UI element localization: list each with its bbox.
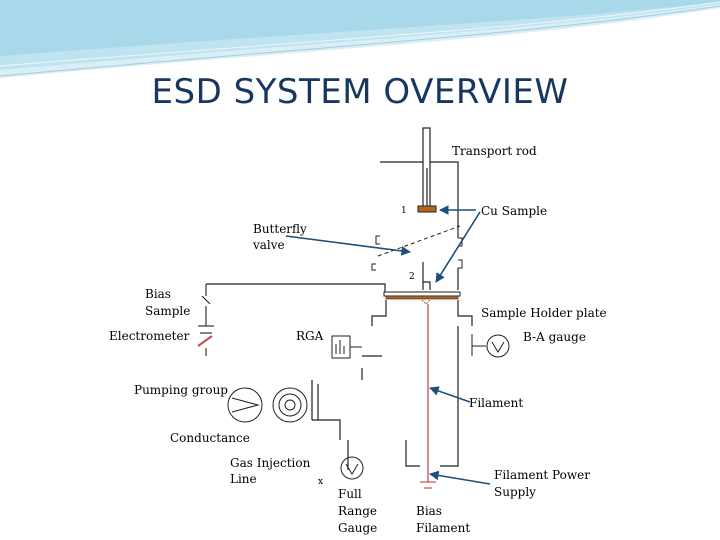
bias-filament-label-1: Bias	[416, 504, 442, 518]
electrometer-label: Electrometer	[109, 329, 190, 343]
cu-sample-1	[417, 205, 437, 213]
position-1-label: 1	[401, 206, 407, 216]
full-range-gauge-label-2: Range	[338, 504, 377, 518]
filament-power-supply-label-1: Filament Power	[494, 468, 590, 482]
bias-sample-switch	[201, 284, 211, 318]
conductance-label: Conductance	[170, 431, 250, 445]
filament-label: Filament	[469, 396, 523, 410]
filament	[420, 304, 436, 489]
transport-rod	[380, 127, 459, 238]
gas-injection-line-label-2: Line	[230, 472, 257, 486]
filament-power-supply-label-2: Supply	[494, 485, 536, 499]
rga-icon	[331, 335, 362, 359]
butterfly-valve-label-2: valve	[252, 238, 285, 252]
bias-sample-label-1: Bias	[145, 287, 171, 301]
ba-gauge-icon	[471, 334, 510, 358]
rga-label: RGA	[296, 329, 324, 343]
sample-holder-plate	[383, 291, 461, 305]
bias-filament-label-2: Filament	[416, 521, 470, 535]
position-2-label: 2	[409, 272, 415, 282]
transport-rod-label: Transport rod	[452, 144, 537, 158]
sample-holder-plate-label: Sample Holder plate	[481, 306, 607, 320]
cu-sample-label: Cu Sample	[481, 204, 547, 218]
callout-arrows	[285, 205, 491, 485]
pumping-group-icon	[227, 387, 308, 423]
pumping-group-label: Pumping group	[134, 383, 228, 397]
full-range-gauge-label-3: Gauge	[338, 521, 377, 535]
ba-gauge-label: B-A gauge	[523, 330, 586, 344]
full-range-gauge-icon	[340, 456, 364, 480]
gas-injection-line-label-1: Gas Injection	[230, 456, 311, 470]
header-banner	[0, 0, 720, 78]
slide-title: ESD SYSTEM OVERVIEW	[151, 72, 569, 112]
bias-sample-label-2: Sample	[145, 304, 190, 318]
butterfly-valve-label-1: Butterfly	[253, 222, 307, 236]
main-chamber	[206, 262, 473, 470]
gas-valve-mark: x	[318, 477, 323, 487]
full-range-gauge-label-1: Full	[338, 487, 362, 501]
electrometer-icon	[197, 318, 214, 356]
